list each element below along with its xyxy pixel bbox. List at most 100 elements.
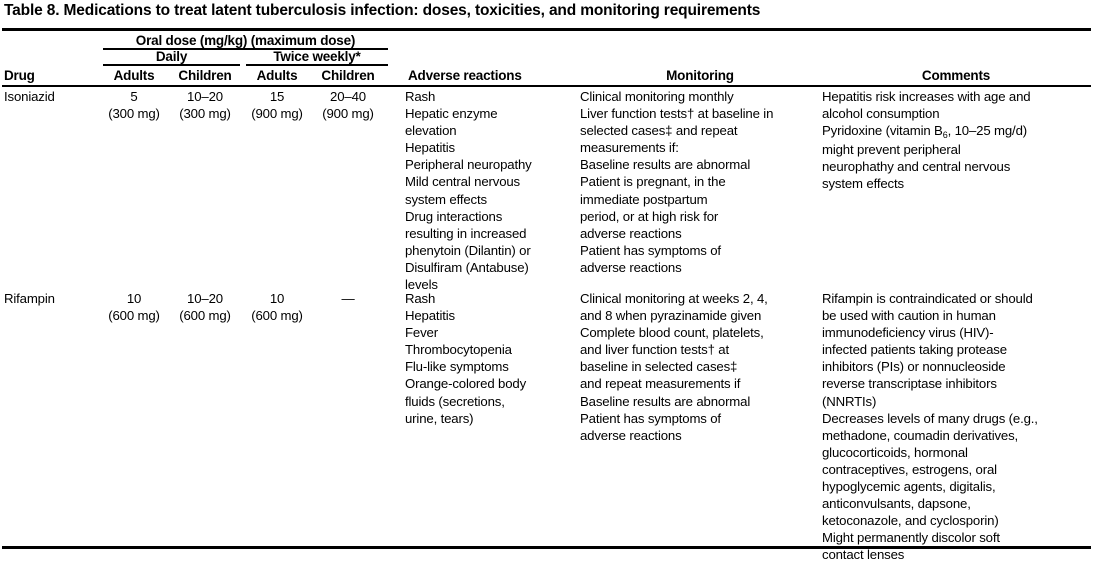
- dose-value: 10–20: [187, 89, 223, 104]
- text-line: adverse reactions: [580, 427, 682, 443]
- column-header-oral-dose: Oral dose (mg/kg) (maximum dose): [135, 33, 356, 48]
- cell-twice-adults: 15 (900 mg): [246, 88, 308, 122]
- text-line: resulting in increased: [405, 225, 527, 241]
- text-line: Patient has symptoms of: [580, 410, 721, 426]
- text-line: Clinical monitoring monthly: [580, 89, 734, 104]
- column-header-twice-children: Children: [321, 68, 375, 83]
- text-line: Patient has symptoms of: [580, 242, 721, 258]
- cell-twice-adults: 10 (600 mg): [246, 290, 308, 324]
- text-line: Patient is pregnant, in the: [580, 174, 726, 190]
- text-line: Baseline results are abnormal: [580, 157, 751, 173]
- text-line: immunodeficiency virus (HIV)-: [822, 325, 994, 341]
- text-line: Pyridoxine (vitamin B6, 10–25 mg/d): [822, 123, 1028, 141]
- text-line: measurements if:: [580, 140, 679, 156]
- text-line: Decreases levels of many drugs (e.g.,: [822, 410, 1038, 426]
- text-line: fluids (secretions,: [405, 393, 505, 409]
- text-line: neurophathy and central nervous: [822, 159, 1011, 175]
- cell-daily-children: 10–20 (300 mg): [165, 88, 245, 122]
- text-line: Drug interactions: [405, 208, 503, 224]
- dose-max: (900 mg): [251, 106, 303, 122]
- text-line: infected patients taking protease: [822, 342, 1007, 358]
- text-line: phenytoin (Dilantin) or: [405, 242, 531, 258]
- text-line: Hepatitis: [405, 308, 455, 324]
- column-header-daily-children: Children: [178, 68, 232, 83]
- dose-value: 10: [269, 291, 285, 306]
- text-line: Might permanently discolor soft: [822, 530, 1000, 546]
- text-line: Liver function tests† at baseline in: [580, 106, 774, 122]
- text-line: Rash: [405, 89, 436, 104]
- text-line: elevation: [405, 123, 457, 139]
- text-line: and 8 when pyrazinamide given: [580, 308, 762, 324]
- text-line: Hepatitis risk increases with age and: [822, 89, 1031, 104]
- text-line: anticonvulsants, dapsone,: [822, 496, 971, 512]
- cell-comments: Rifampin is contraindicated or should be …: [822, 290, 1090, 564]
- text-line: immediate postpartum: [580, 191, 708, 207]
- text-line: glucocorticoids, hormonal: [822, 444, 968, 460]
- text-line: Rifampin is contraindicated or should: [822, 291, 1033, 306]
- cell-drug: Rifampin: [4, 291, 55, 306]
- header-bottom-rule: [2, 85, 1091, 87]
- text-line: Fever: [405, 325, 438, 341]
- cell-daily-adults: 5 (300 mg): [103, 88, 165, 122]
- text-line: Disulfiram (Antabuse): [405, 259, 529, 275]
- text-line: contact lenses: [822, 547, 905, 563]
- dose-value: 5: [130, 89, 138, 104]
- column-header-comments: Comments: [921, 68, 991, 83]
- cell-drug: Isoniazid: [4, 89, 55, 104]
- text-line: inhibitors (PIs) or nonnucleoside: [822, 359, 1006, 375]
- text-line: Orange-colored body: [405, 376, 527, 392]
- cell-daily-adults: 10 (600 mg): [103, 290, 165, 324]
- text-line: and liver function tests† at: [580, 342, 730, 358]
- dose-max: (600 mg): [251, 308, 303, 324]
- column-header-adverse-reactions: Adverse reactions: [408, 68, 522, 83]
- text-line: methadone, coumadin derivatives,: [822, 427, 1019, 443]
- text-line: be used with caution in human: [822, 308, 996, 324]
- dose-value: 15: [269, 89, 285, 104]
- text-line: contraceptives, estrogens, oral: [822, 461, 997, 477]
- column-header-twice-adults: Adults: [256, 68, 298, 83]
- text-line: Complete blood count, platelets,: [580, 325, 764, 341]
- dose-value: 20–40: [330, 89, 366, 104]
- text-line: Hepatitis: [405, 140, 455, 156]
- text-line: Rash: [405, 291, 436, 306]
- table-bottom-rule: [2, 546, 1091, 549]
- column-header-monitoring: Monitoring: [666, 68, 734, 83]
- text-line: urine, tears): [405, 410, 474, 426]
- dose-max: (300 mg): [108, 106, 160, 122]
- daily-span-rule: [103, 64, 240, 66]
- text-line: Clinical monitoring at weeks 2, 4,: [580, 291, 768, 306]
- text-line: Thrombocytopenia: [405, 342, 512, 358]
- dose-value: —: [341, 291, 355, 306]
- column-header-daily-adults: Adults: [113, 68, 155, 83]
- cell-monitoring: Clinical monitoring at weeks 2, 4, and 8 …: [580, 290, 820, 444]
- subscript: 6: [942, 130, 948, 141]
- dose-max: (600 mg): [108, 308, 160, 324]
- text-line: levels: [405, 277, 438, 293]
- table-top-rule: [2, 28, 1091, 31]
- text-line: reverse transcriptase inhibitors: [822, 376, 997, 392]
- column-header-drug: Drug: [4, 68, 35, 83]
- text-line: baseline in selected cases‡: [580, 359, 738, 375]
- text-line: adverse reactions: [580, 225, 682, 241]
- column-header-daily: Daily: [155, 49, 188, 64]
- text-line: period, or at high risk for: [580, 208, 719, 224]
- dose-max: (900 mg): [322, 106, 374, 122]
- text-line: alcohol consumption: [822, 106, 940, 122]
- text-line: (NNRTIs): [822, 393, 877, 409]
- text-line: might prevent peripheral: [822, 142, 961, 158]
- twice-weekly-span-rule: [246, 64, 388, 66]
- cell-twice-children: 20–40 (900 mg): [308, 88, 388, 122]
- text-line: ketoconazole, and cyclosporin): [822, 513, 999, 529]
- text-line: Peripheral neuropathy: [405, 157, 532, 173]
- dose-max: (300 mg): [179, 106, 231, 122]
- text-line: Hepatic enzyme: [405, 106, 498, 122]
- dose-value: 10: [126, 291, 142, 306]
- text-line: system effects: [405, 191, 487, 207]
- text-line: adverse reactions: [580, 259, 682, 275]
- text-line: Mild central nervous: [405, 174, 521, 190]
- text-line: Flu-like symptoms: [405, 359, 509, 375]
